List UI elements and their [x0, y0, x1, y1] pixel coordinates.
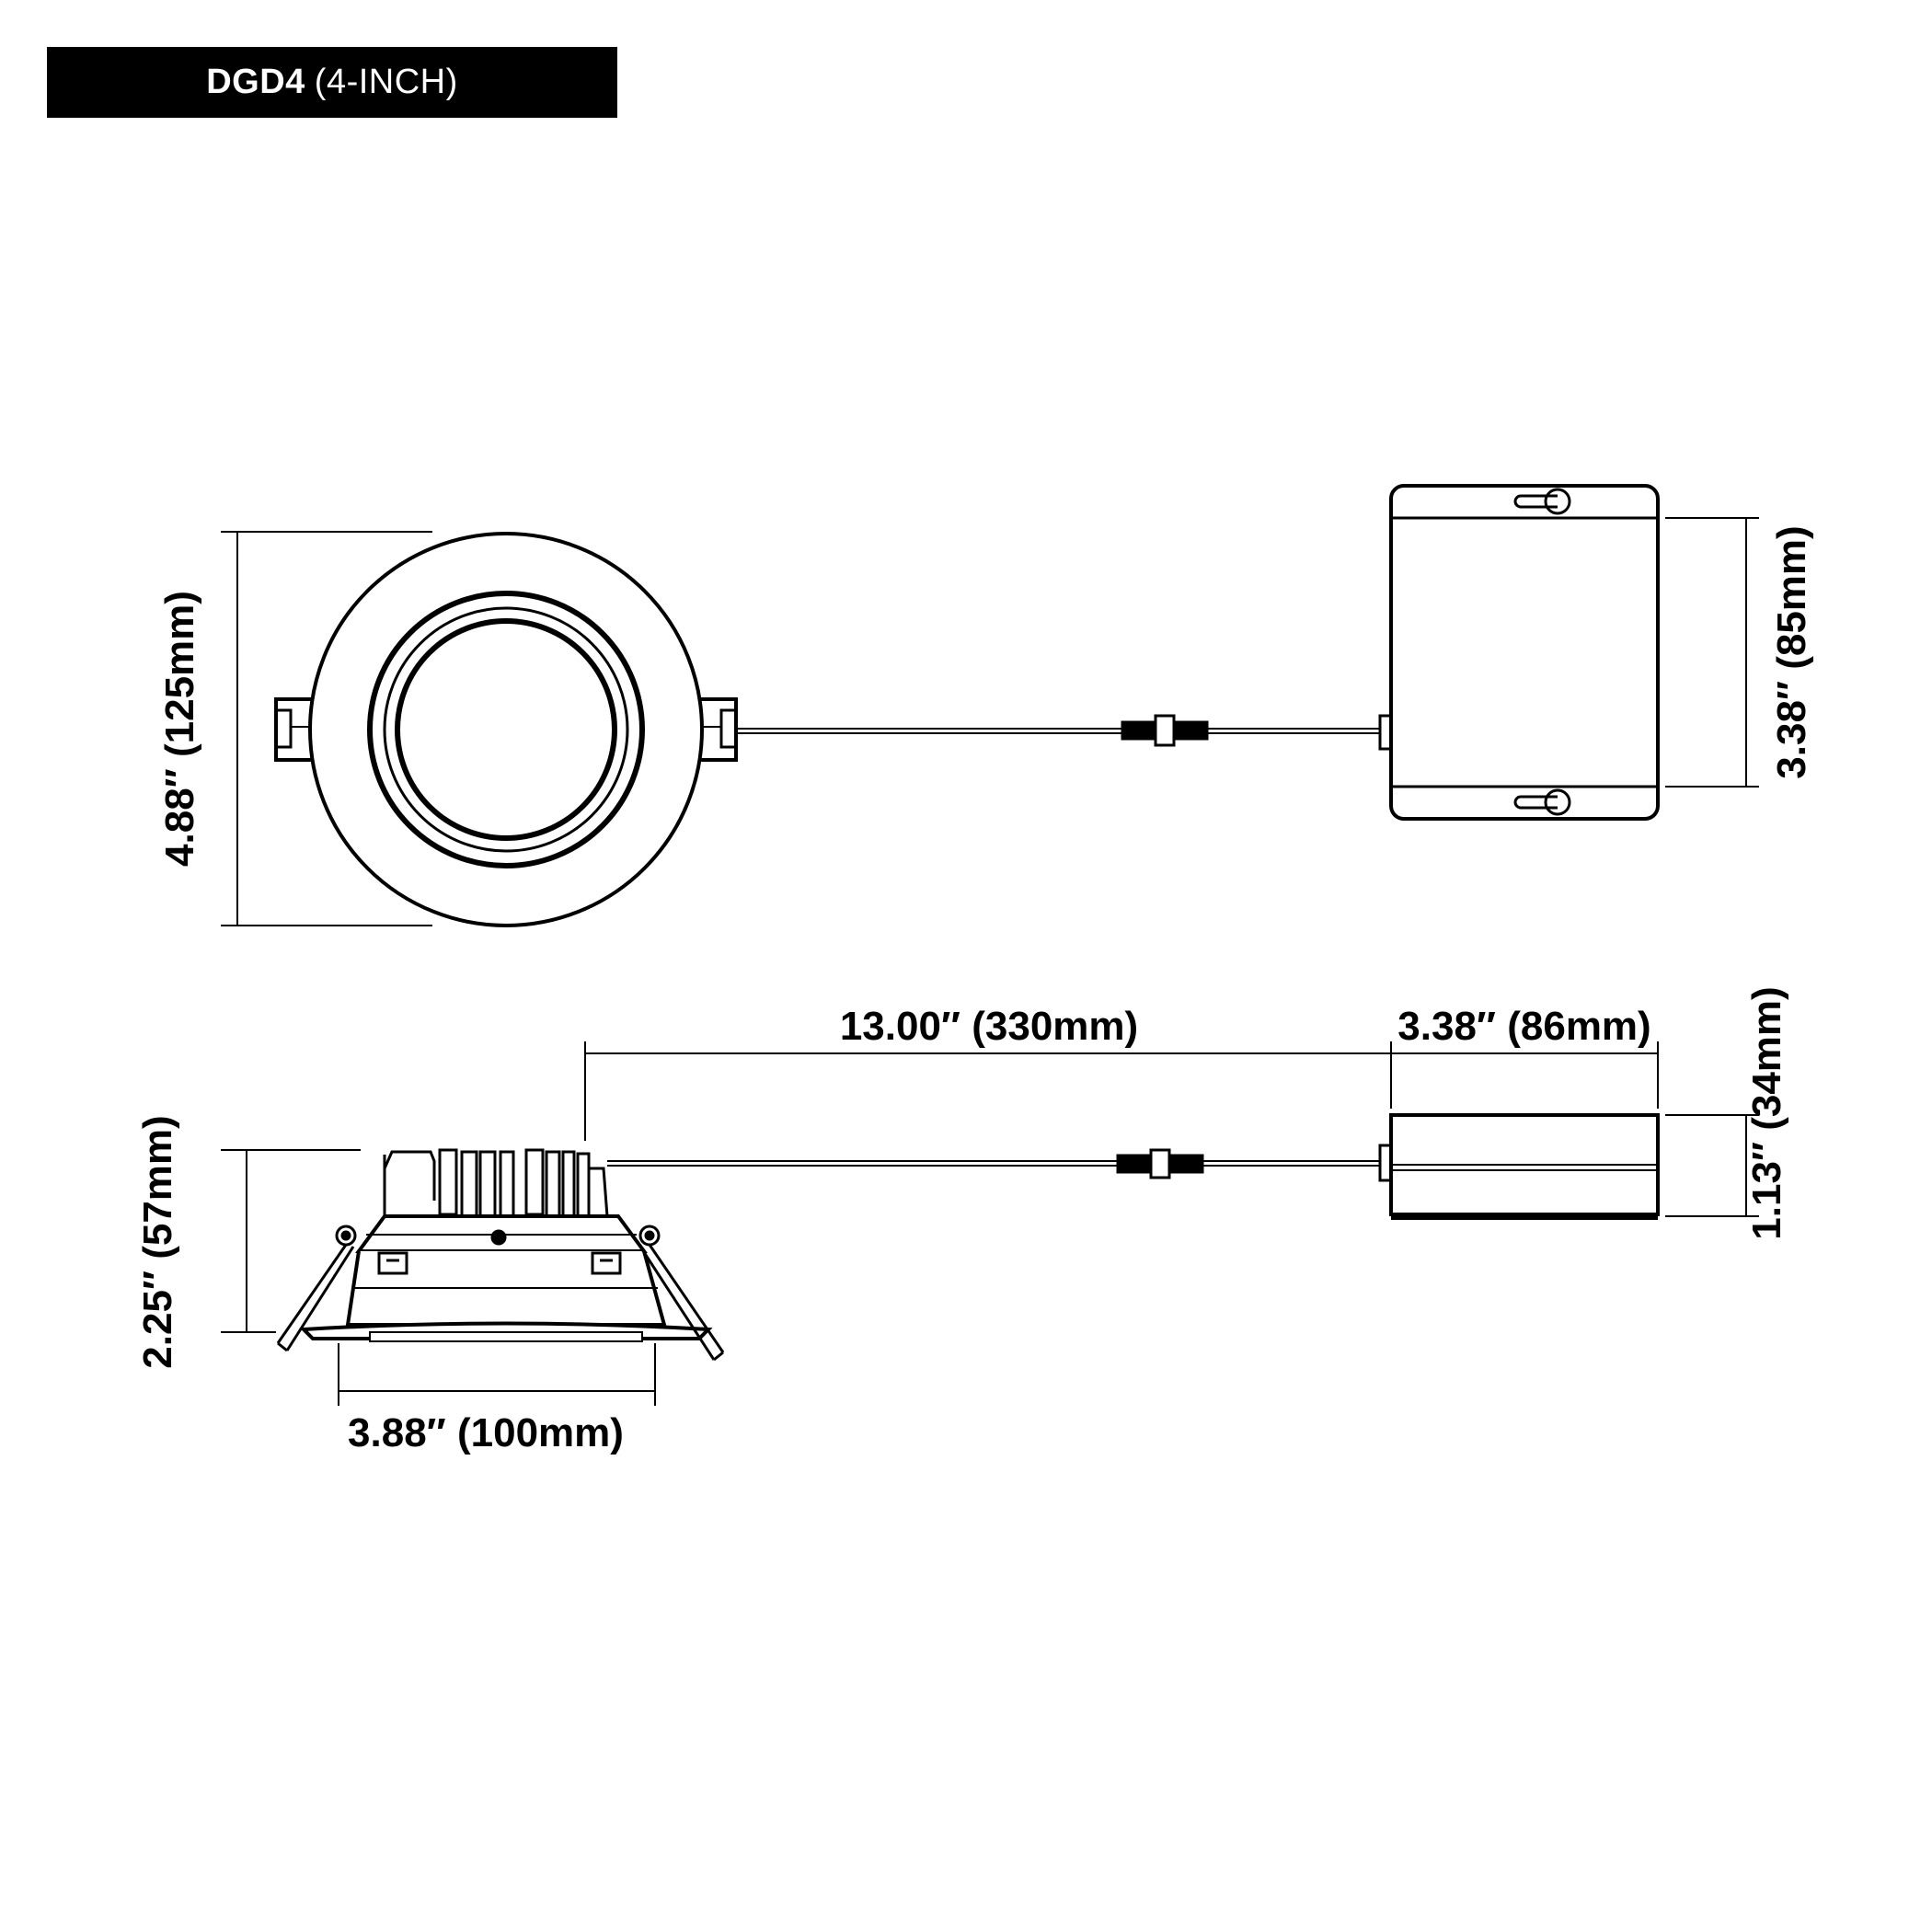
cable-length-dimension-lines — [584, 1041, 1391, 1141]
driver-width-label: 3.38″ (86mm) — [1397, 1004, 1650, 1049]
right-spring-clip — [638, 1225, 725, 1362]
driver-box-top-view — [1389, 484, 1660, 821]
lens-inner-ring — [395, 618, 617, 841]
left-spring-clip — [276, 1225, 357, 1352]
left-clip-latch — [377, 1251, 408, 1275]
driver-height-dimension-lines — [1665, 517, 1759, 788]
top-cable-connector — [1121, 714, 1209, 747]
right-clip-latch — [591, 1251, 622, 1275]
fixture-side-view — [276, 1148, 725, 1362]
driver-depth-dimension-lines — [1665, 1114, 1759, 1217]
heat-sink-fins — [383, 1148, 609, 1220]
driver-width-dimension-lines — [1390, 1041, 1659, 1109]
lens-outer-ring — [367, 591, 645, 868]
model-name: DGD4 — [206, 63, 305, 101]
driver-height-label: 3.38″ (85mm) — [1769, 525, 1814, 778]
model-header: DGD4 (4-INCH) — [47, 47, 617, 118]
side-cable-connector — [1116, 1148, 1204, 1179]
lens-middle-ring — [383, 606, 629, 853]
fixture-top-view — [274, 532, 738, 927]
side-view-cable — [607, 1144, 1393, 1182]
cable-length-label: 13.00″ (330mm) — [840, 1004, 1138, 1049]
top-view-cable — [736, 714, 1393, 751]
trim-diameter-label: 4.88″ (125mm) — [157, 591, 202, 867]
housing-pivot — [490, 1229, 507, 1246]
fixture-height-label: 2.25″ (57mm) — [135, 1115, 180, 1368]
fixture-height-dimension-lines — [221, 1149, 361, 1333]
driver-depth-label: 1.13″ (34mm) — [1744, 986, 1789, 1239]
cutout-diameter-dimension-lines — [338, 1343, 656, 1406]
cutout-diameter-label: 3.88″ (100mm) — [348, 1410, 624, 1455]
model-size: (4-INCH) — [314, 63, 458, 101]
driver-box-side-view — [1389, 1113, 1660, 1220]
bottom-keyhole-slot — [1513, 788, 1571, 816]
top-keyhole-slot — [1513, 488, 1571, 515]
trim-diameter-dimension-lines — [221, 531, 432, 926]
